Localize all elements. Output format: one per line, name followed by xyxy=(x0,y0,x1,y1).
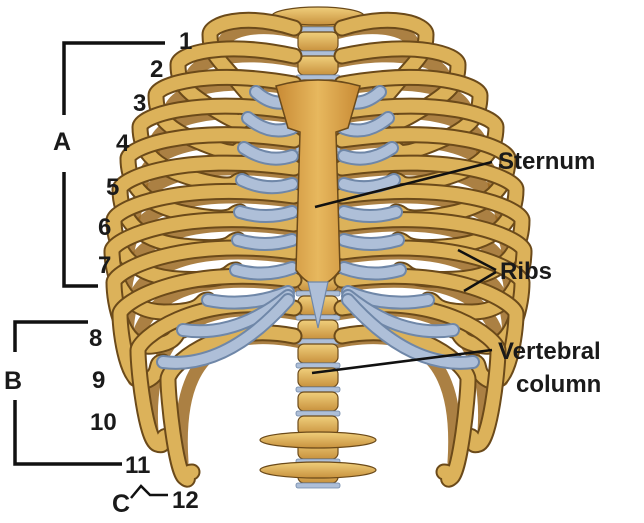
intervertebral-disc-2 xyxy=(295,50,341,57)
vertebra-17 xyxy=(297,391,339,412)
intervertebral-disc-15 xyxy=(295,362,341,369)
rib-number-11: 11 xyxy=(125,452,151,479)
cartilage-right-10 xyxy=(343,295,478,368)
bracket-c xyxy=(130,484,168,499)
rib-left-11 xyxy=(131,298,301,452)
label-sternum: Sternum xyxy=(498,148,596,175)
rib-number-9: 9 xyxy=(92,367,106,394)
rib-right-11 xyxy=(335,298,505,452)
bracket-b-bottom xyxy=(13,400,122,466)
cartilage-right-7 xyxy=(339,263,405,279)
rib-number-3: 3 xyxy=(133,90,147,117)
vertebra-3 xyxy=(297,55,339,76)
group-label-c: C xyxy=(112,490,131,518)
intervertebral-disc-17 xyxy=(295,410,341,417)
bracket-b-top xyxy=(13,320,88,352)
cartilage-left-3 xyxy=(239,143,297,164)
xiphoid-process xyxy=(307,281,329,329)
bracket-a-top xyxy=(62,41,165,115)
vertebra-15 xyxy=(297,343,339,364)
intervertebral-disc-16 xyxy=(295,386,341,393)
cartilage-left-6 xyxy=(233,235,297,249)
rib-number-12: 12 xyxy=(172,487,199,514)
rib-number-6: 6 xyxy=(98,214,112,241)
rib-number-2: 2 xyxy=(150,56,164,83)
rib-number-7: 7 xyxy=(98,252,112,279)
rib-number-4: 4 xyxy=(116,130,130,157)
cartilage-right-2 xyxy=(339,113,393,136)
cartilage-right-5 xyxy=(339,207,401,221)
rib-number-8: 8 xyxy=(89,325,103,352)
rib-left-12 xyxy=(161,326,301,486)
group-label-b: B xyxy=(4,367,23,395)
cartilage-left-7 xyxy=(231,263,297,279)
annotation-lines xyxy=(13,41,497,499)
cartilage-left-4 xyxy=(237,175,297,193)
cartilage-left-5 xyxy=(235,207,297,221)
rib-left-9 xyxy=(107,241,301,353)
cartilage-right-3 xyxy=(339,143,397,164)
label-ribs: Ribs xyxy=(500,258,553,285)
cartilage-right-6 xyxy=(339,235,403,249)
leader-sternum xyxy=(314,160,493,209)
intervertebral-disc-1 xyxy=(295,26,341,33)
leader-ribs-lower xyxy=(463,270,497,293)
group-label-a: A xyxy=(53,128,72,156)
label-column: column xyxy=(516,371,602,398)
rib-number-1: 1 xyxy=(179,28,193,55)
bracket-a-bottom xyxy=(62,172,98,288)
vertebra-process-lower-2 xyxy=(259,461,377,479)
label-vertebral: Vertebral xyxy=(498,338,601,365)
anterior-ribs xyxy=(103,11,533,488)
cartilage-left-2 xyxy=(243,113,297,136)
rib-right-9 xyxy=(335,241,529,353)
vertebra-2 xyxy=(297,31,339,52)
rib-number-10: 10 xyxy=(90,409,117,436)
vertebra-process-lower-1 xyxy=(259,431,377,449)
intervertebral-disc-20 xyxy=(295,482,341,489)
leader-ribs-upper xyxy=(457,248,497,272)
cartilage-right-4 xyxy=(339,175,399,193)
rib-right-10 xyxy=(335,269,523,388)
intervertebral-disc-14 xyxy=(295,338,341,345)
rib-right-12 xyxy=(335,326,475,486)
leader-vertebral-column xyxy=(311,348,493,375)
cartilage-left-10 xyxy=(158,295,293,368)
rib-left-10 xyxy=(113,269,301,388)
rib-number-5: 5 xyxy=(106,174,120,201)
